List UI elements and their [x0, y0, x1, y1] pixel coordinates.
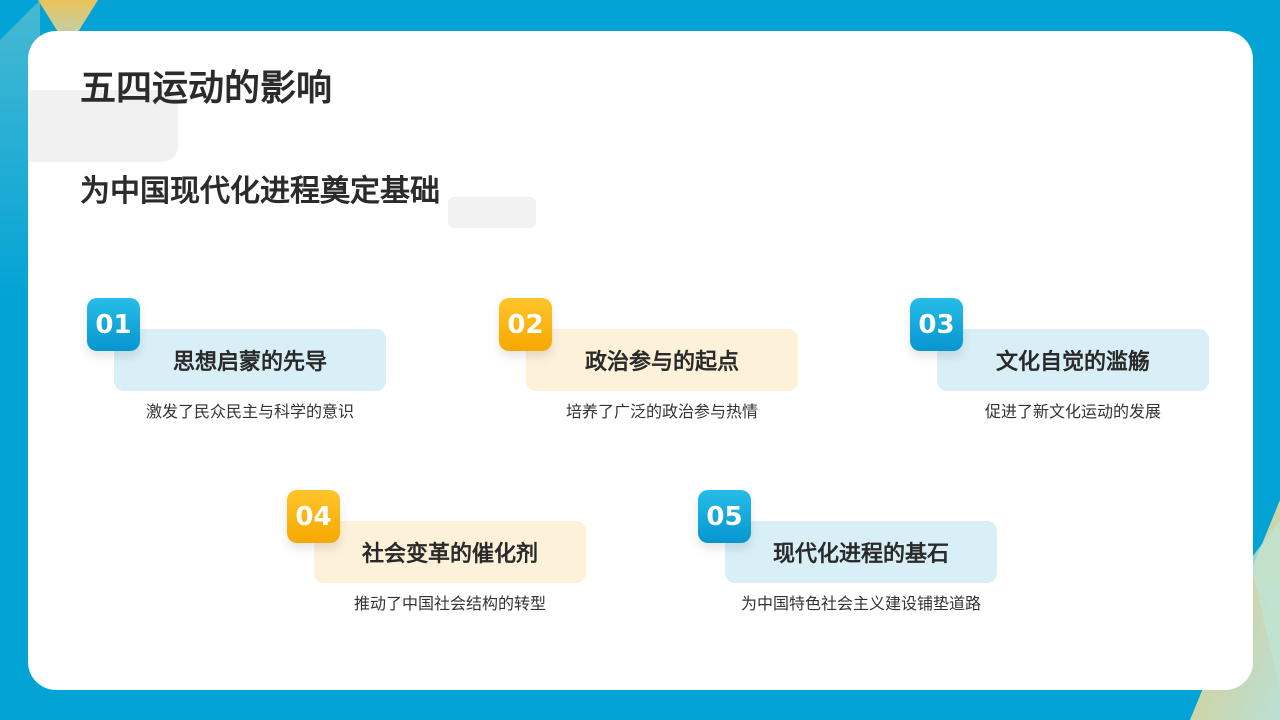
decorative-shape: [448, 197, 536, 228]
number-badge: 04: [287, 490, 340, 543]
heading-pill: [114, 329, 386, 391]
item-heading: 文化自觉的滥觞: [995, 350, 1150, 375]
impact-item-2: 政治参与的起点 02 培养了广泛的政治参与热情: [499, 298, 799, 428]
impact-item-5: 现代化进程的基石 05 为中国特色社会主义建设铺垫道路: [698, 490, 998, 620]
page-subtitle: 为中国现代化进程奠定基础: [80, 174, 440, 209]
item-description: 为中国特色社会主义建设铺垫道路: [740, 594, 981, 613]
item-description: 推动了中国社会结构的转型: [353, 594, 546, 613]
number-badge: 03: [910, 298, 963, 351]
number-badge: 02: [499, 298, 552, 351]
decorative-shape: [28, 90, 178, 162]
content-card: 五四运动的影响 为中国现代化进程奠定基础 思想启蒙的先导 01 激发了民众民主与…: [28, 31, 1253, 690]
item-heading: 政治参与的起点: [584, 350, 739, 375]
item-heading: 社会变革的催化剂: [361, 542, 538, 567]
item-heading: 思想启蒙的先导: [172, 350, 327, 375]
item-description: 培养了广泛的政治参与热情: [565, 402, 758, 421]
item-heading: 现代化进程的基石: [772, 542, 949, 567]
heading-pill: [526, 329, 798, 391]
number-badge: 05: [698, 490, 751, 543]
heading-pill: [937, 329, 1209, 391]
heading-pill: [314, 521, 586, 583]
impact-item-4: 社会变革的催化剂 04 推动了中国社会结构的转型: [287, 490, 587, 620]
impact-item-1: 思想启蒙的先导 01 激发了民众民主与科学的意识: [87, 298, 387, 428]
item-description: 激发了民众民主与科学的意识: [145, 402, 354, 421]
item-description: 促进了新文化运动的发展: [984, 402, 1161, 421]
heading-pill: [725, 521, 997, 583]
number-badge: 01: [87, 298, 140, 351]
impact-item-3: 文化自觉的滥觞 03 促进了新文化运动的发展: [910, 298, 1210, 428]
page-title: 五四运动的影响: [80, 68, 333, 109]
